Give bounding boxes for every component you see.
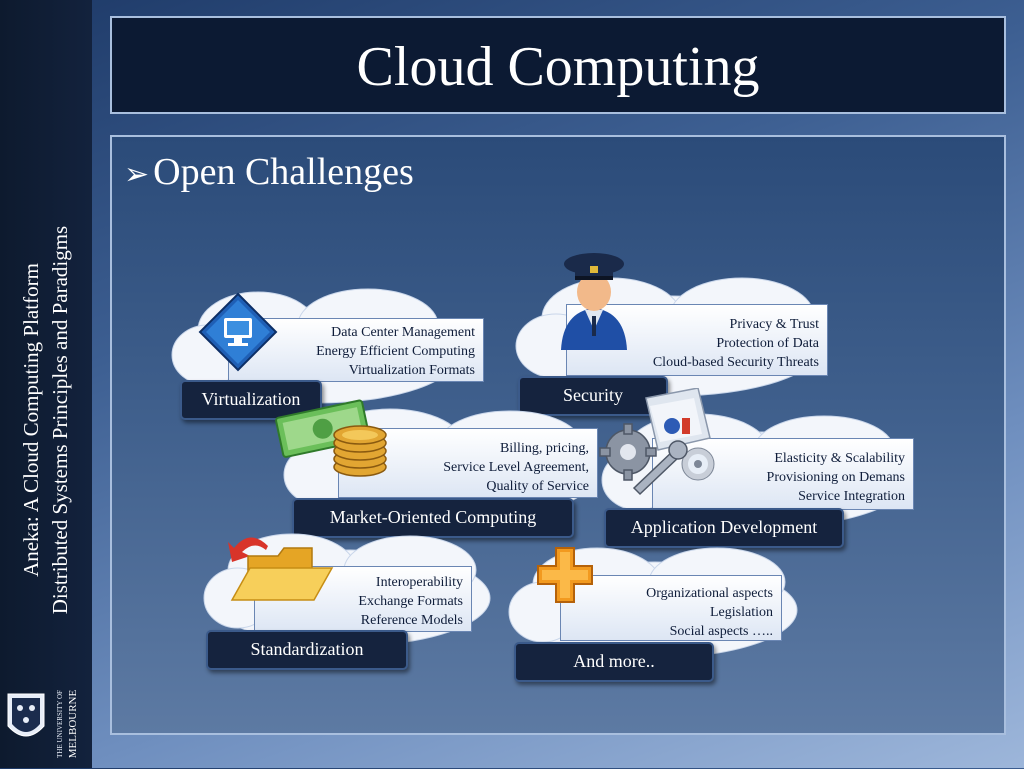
more-card: Organizational aspects Legislation Socia… [560,575,782,641]
folder-icon [228,537,334,601]
appdev-item: Elasticity & Scalability [774,451,905,466]
title-bar: Cloud Computing [110,16,1006,114]
sidebar-text: Aneka: A Cloud Computing Platform Distri… [17,226,75,614]
university-logo: THE UNIVERSITY OF MELBOURNE [4,684,90,764]
security-item: Privacy & Trust [729,317,819,332]
standardization-item: Exchange Formats [358,594,463,609]
security-item: Protection of Data [716,336,819,351]
virtualization-item: Data Center Management [331,325,475,340]
bullet-arrow-icon: ➢ [124,157,150,192]
section-heading: ➢Open Challenges [124,150,414,197]
virtualization-item: Energy Efficient Computing [316,344,475,359]
sidebar: Aneka: A Cloud Computing Platform Distri… [0,0,92,768]
standardization-item: Interoperability [375,575,463,590]
security-item: Cloud-based Security Threats [652,355,819,370]
more-label: And more.. [514,642,714,682]
appdev-item: Service Integration [798,489,905,504]
appdev-item: Provisioning on Demans [766,470,905,485]
appdev-label: Application Development [604,508,844,548]
market-item: Billing, pricing, [499,441,589,456]
more-item: Legislation [710,605,773,620]
more-item: Social aspects ….. [669,624,773,639]
market-item: Quality of Service [486,479,589,494]
market-item: Service Level Agreement, [443,460,589,475]
logo-text-2: MELBOURNE [67,690,79,759]
sidebar-line-2: Distributed Systems Principles and Parad… [48,225,72,615]
gear-wrench-cd-icon [599,388,715,496]
heading-text: Open Challenges [153,151,414,193]
standardization-item: Reference Models [360,613,463,628]
security-label: Security [518,376,668,416]
logo-text-1: THE UNIVERSITY OF [56,690,64,758]
monitor-icon [198,292,278,372]
money-coins-icon [275,399,387,477]
plus-icon [537,547,593,603]
more-item: Organizational aspects [646,586,773,601]
virtualization-item: Virtualization Formats [348,363,475,378]
standardization-label: Standardization [206,630,408,670]
police-officer-icon [561,253,627,350]
sidebar-line-1: Aneka: A Cloud Computing Platform [19,263,43,577]
market-label: Market-Oriented Computing [292,498,574,538]
slide-title: Cloud Computing [356,36,760,98]
